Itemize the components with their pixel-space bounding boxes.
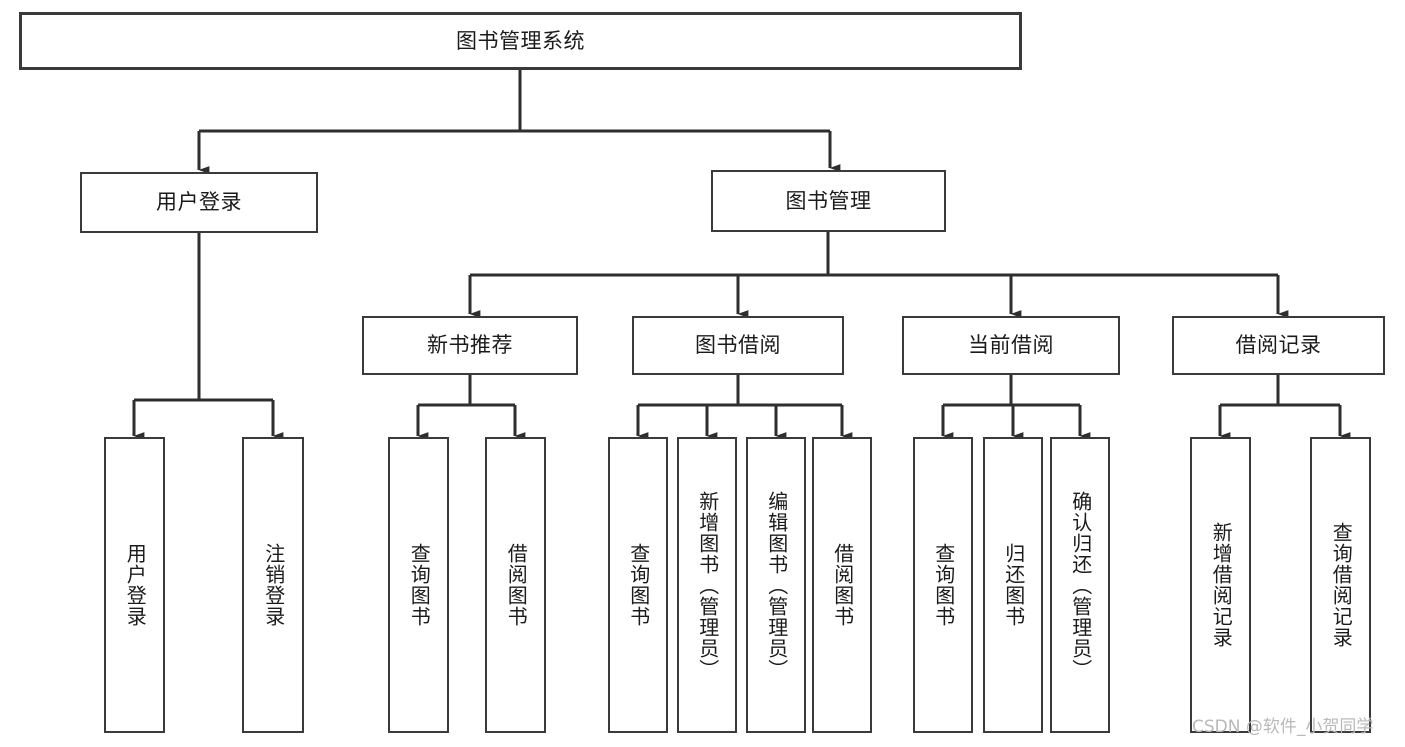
node-user-login-label: 用户登录: [156, 190, 242, 215]
leaf-add-record[interactable]: 新增借阅记录: [1190, 437, 1251, 733]
leaf-query-book-1[interactable]: 查询图书: [388, 437, 449, 733]
leaf-return-book-label: 归还图书: [1001, 543, 1026, 627]
watermark-text: CSDN @软件_小贺同学: [1192, 717, 1374, 737]
node-user-login[interactable]: 用户登录: [80, 172, 318, 233]
leaf-query-record-label: 查询借阅记录: [1329, 522, 1354, 648]
leaf-user-login-label: 用户登录: [123, 543, 148, 627]
node-book-borrow-label: 图书借阅: [695, 333, 781, 358]
leaf-logout-label: 注销登录: [261, 543, 286, 627]
leaf-add-book-label: 新增图书（管理员）: [695, 490, 720, 680]
leaf-confirm-return[interactable]: 确认归还（管理员）: [1050, 437, 1110, 733]
leaf-confirm-return-label: 确认归还（管理员）: [1068, 490, 1093, 680]
leaf-user-login[interactable]: 用户登录: [104, 437, 165, 733]
node-current-borrow[interactable]: 当前借阅: [902, 316, 1120, 375]
leaf-edit-book-label: 编辑图书（管理员）: [764, 490, 789, 680]
leaf-logout[interactable]: 注销登录: [242, 437, 304, 733]
node-new-book-recommend[interactable]: 新书推荐: [362, 316, 578, 375]
leaf-borrow-book-2[interactable]: 借阅图书: [812, 437, 872, 733]
node-book-borrow[interactable]: 图书借阅: [632, 316, 844, 375]
leaf-query-book-3[interactable]: 查询图书: [913, 437, 973, 733]
node-book-manage-label: 图书管理: [785, 188, 872, 213]
leaf-query-record[interactable]: 查询借阅记录: [1310, 437, 1371, 733]
node-root[interactable]: 图书管理系统: [19, 12, 1022, 70]
leaf-query-book-2[interactable]: 查询图书: [608, 437, 668, 733]
leaf-query-book-2-label: 查询图书: [626, 543, 651, 627]
leaf-borrow-book-1[interactable]: 借阅图书: [485, 437, 546, 733]
node-borrow-record[interactable]: 借阅记录: [1172, 316, 1385, 375]
node-root-label: 图书管理系统: [456, 28, 585, 53]
leaf-add-book[interactable]: 新增图书（管理员）: [677, 437, 737, 733]
leaf-query-book-3-label: 查询图书: [931, 543, 956, 627]
node-book-manage[interactable]: 图书管理: [711, 170, 946, 232]
leaf-edit-book[interactable]: 编辑图书（管理员）: [746, 437, 806, 733]
leaf-borrow-book-1-label: 借阅图书: [504, 543, 529, 627]
leaf-return-book[interactable]: 归还图书: [983, 437, 1043, 733]
leaf-borrow-book-2-label: 借阅图书: [830, 543, 855, 627]
node-new-book-recommend-label: 新书推荐: [427, 333, 513, 358]
node-borrow-record-label: 借阅记录: [1235, 333, 1322, 358]
leaf-add-record-label: 新增借阅记录: [1209, 522, 1234, 648]
leaf-query-book-1-label: 查询图书: [407, 543, 432, 627]
node-current-borrow-label: 当前借阅: [968, 333, 1054, 358]
